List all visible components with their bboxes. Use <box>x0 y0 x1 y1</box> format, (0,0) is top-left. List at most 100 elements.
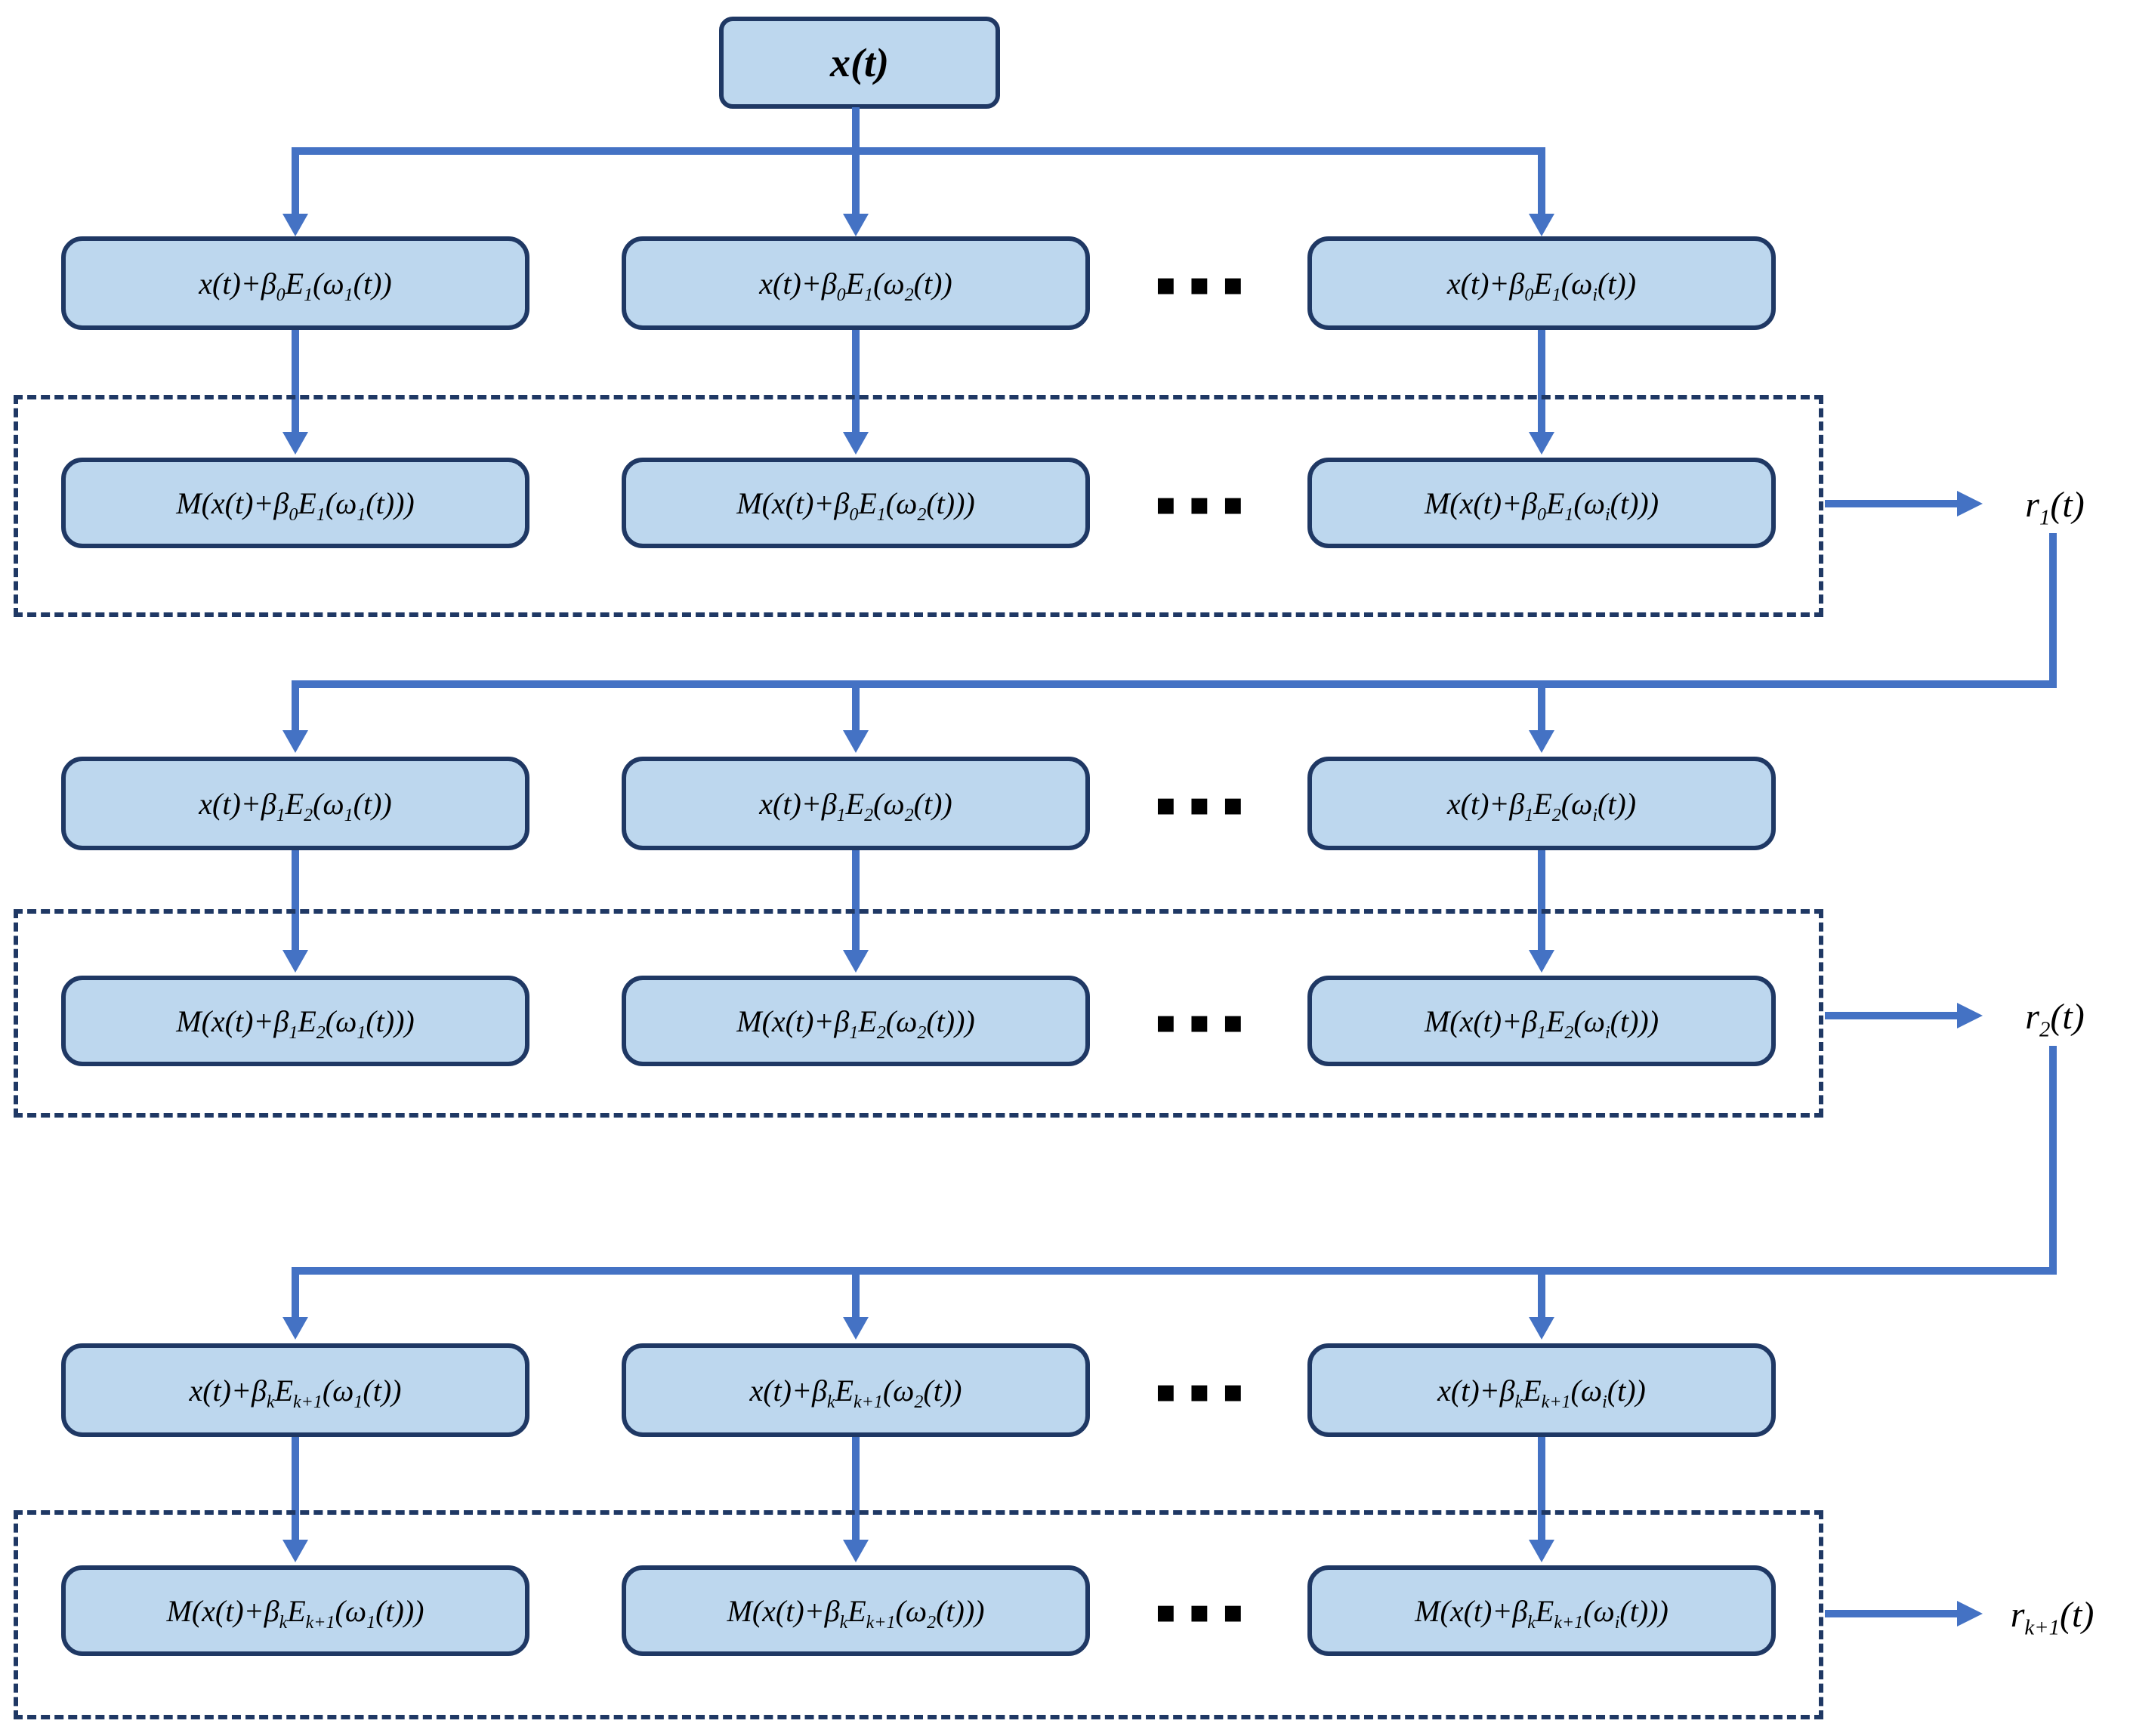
measurement-node-2-i: M(x(t)+β1E2(ωi(t))) <box>1307 976 1776 1066</box>
measurement-node-2-2: M(x(t)+β1E2(ω2(t))) <box>622 976 1090 1066</box>
flow-line <box>292 680 2057 688</box>
arrowhead-down-icon <box>843 1317 869 1340</box>
measurement-stage-box-1 <box>14 395 1823 617</box>
ellipsis-dots: ▪▪▪ <box>1155 1002 1256 1040</box>
flow-line <box>2049 533 2057 688</box>
measurement-node-1-i: M(x(t)+β0E1(ωi(t))) <box>1307 458 1776 548</box>
formula: M(x(t)+β0E1(ω1(t))) <box>176 486 415 525</box>
measurement-node-1-2: M(x(t)+β0E1(ω2(t))) <box>622 458 1090 548</box>
arrowhead-down-icon <box>843 950 869 973</box>
flow-line <box>1825 500 1957 507</box>
perturbation-node-2-1: x(t)+β1E2(ω1(t)) <box>61 757 529 850</box>
formula: M(x(t)+β1E2(ω2(t))) <box>736 1004 975 1043</box>
arrowhead-right-icon <box>1957 1601 1983 1627</box>
arrowhead-down-icon <box>282 1540 308 1562</box>
formula: x(t)+βkEk+1(ω2(t)) <box>749 1373 962 1412</box>
flow-line <box>292 147 1545 155</box>
formula: x(t)+β0E1(ω1(t)) <box>199 266 392 305</box>
flow-line <box>852 688 860 730</box>
flow-line <box>292 147 299 214</box>
perturbation-node-1-1: x(t)+β0E1(ω1(t)) <box>61 236 529 330</box>
flow-line <box>1538 147 1545 214</box>
flow-line <box>292 1267 2057 1275</box>
result-label-1: r1(t) <box>1985 473 2125 536</box>
arrowhead-down-icon <box>282 432 308 455</box>
result-label-k-plus-1: rk+1(t) <box>1974 1583 2130 1646</box>
arrowhead-down-icon <box>1529 214 1554 236</box>
flow-line <box>1538 330 1545 432</box>
formula: M(x(t)+βkEk+1(ω2(t))) <box>727 1593 985 1633</box>
arrowhead-right-icon <box>1957 491 1983 516</box>
arrowhead-down-icon <box>1529 730 1554 753</box>
measurement-stage-box-2 <box>14 909 1823 1118</box>
flow-line <box>852 850 860 950</box>
formula: M(x(t)+βkEk+1(ωi(t))) <box>1415 1593 1668 1633</box>
flow-line <box>852 1437 860 1540</box>
arrowhead-down-icon <box>843 214 869 236</box>
arrowhead-right-icon <box>1957 1003 1983 1028</box>
perturbation-node-2-i: x(t)+β1E2(ωi(t)) <box>1307 757 1776 850</box>
formula: x(t)+β1E2(ωi(t)) <box>1446 786 1637 825</box>
perturbation-node-2-2: x(t)+β1E2(ω2(t)) <box>622 757 1090 850</box>
signal-source-node: x(t) <box>719 17 1000 109</box>
flow-line <box>292 688 299 730</box>
formula: r1(t) <box>2025 484 2085 530</box>
arrowhead-down-icon <box>1529 1540 1554 1562</box>
flow-line <box>1538 850 1545 950</box>
arrowhead-down-icon <box>843 1540 869 1562</box>
formula: M(x(t)+βkEk+1(ω1(t))) <box>166 1593 424 1633</box>
measurement-node-3-1: M(x(t)+βkEk+1(ω1(t))) <box>61 1565 529 1656</box>
measurement-node-3-i: M(x(t)+βkEk+1(ωi(t))) <box>1307 1565 1776 1656</box>
flow-line <box>1825 1012 1957 1019</box>
perturbation-node-3-i: x(t)+βkEk+1(ωi(t)) <box>1307 1343 1776 1437</box>
flow-line <box>852 1275 860 1317</box>
arrowhead-down-icon <box>1529 950 1554 973</box>
flow-line <box>292 850 299 950</box>
ellipsis-dots: ▪▪▪ <box>1155 1592 1256 1630</box>
formula: x(t)+β1E2(ω2(t)) <box>759 786 952 825</box>
measurement-stage-box-3 <box>14 1510 1823 1719</box>
arrowhead-down-icon <box>282 214 308 236</box>
measurement-node-3-2: M(x(t)+βkEk+1(ω2(t))) <box>622 1565 1090 1656</box>
flow-line <box>1538 688 1545 730</box>
flow-line <box>852 107 860 214</box>
ellipsis-dots: ▪▪▪ <box>1155 785 1256 822</box>
formula: x(t) <box>830 40 889 85</box>
flow-line <box>1538 1437 1545 1540</box>
formula: rk+1(t) <box>2010 1594 2094 1640</box>
perturbation-node-3-1: x(t)+βkEk+1(ω1(t)) <box>61 1343 529 1437</box>
measurement-node-1-1: M(x(t)+β0E1(ω1(t))) <box>61 458 529 548</box>
perturbation-node-3-2: x(t)+βkEk+1(ω2(t)) <box>622 1343 1090 1437</box>
ellipsis-dots: ▪▪▪ <box>1155 1371 1256 1409</box>
formula: M(x(t)+β0E1(ωi(t))) <box>1424 486 1659 525</box>
formula: r2(t) <box>2025 996 2085 1042</box>
flow-line <box>1825 1610 1957 1617</box>
flow-line <box>852 330 860 432</box>
formula: x(t)+β0E1(ω2(t)) <box>759 266 952 305</box>
arrowhead-down-icon <box>282 950 308 973</box>
arrowhead-down-icon <box>843 432 869 455</box>
ellipsis-dots: ▪▪▪ <box>1155 264 1256 302</box>
formula: x(t)+βkEk+1(ωi(t)) <box>1437 1373 1646 1412</box>
flow-line <box>2049 1046 2057 1275</box>
formula: x(t)+β1E2(ω1(t)) <box>199 786 392 825</box>
arrowhead-down-icon <box>282 1317 308 1340</box>
formula: x(t)+βkEk+1(ω1(t)) <box>189 1373 402 1412</box>
formula: M(x(t)+β1E2(ω1(t))) <box>176 1004 415 1043</box>
arrowhead-down-icon <box>1529 432 1554 455</box>
formula: M(x(t)+β1E2(ωi(t))) <box>1424 1004 1659 1043</box>
arrowhead-down-icon <box>1529 1317 1554 1340</box>
perturbation-node-1-i: x(t)+β0E1(ωi(t)) <box>1307 236 1776 330</box>
perturbation-node-1-2: x(t)+β0E1(ω2(t)) <box>622 236 1090 330</box>
ellipsis-dots: ▪▪▪ <box>1155 484 1256 522</box>
measurement-node-2-1: M(x(t)+β1E2(ω1(t))) <box>61 976 529 1066</box>
formula: M(x(t)+β0E1(ω2(t))) <box>736 486 975 525</box>
arrowhead-down-icon <box>843 730 869 753</box>
result-label-2: r2(t) <box>1985 985 2125 1048</box>
flow-line <box>292 330 299 432</box>
formula: x(t)+β0E1(ωi(t)) <box>1446 266 1637 305</box>
flow-line <box>292 1275 299 1317</box>
arrowhead-down-icon <box>282 730 308 753</box>
flow-line <box>1538 1275 1545 1317</box>
